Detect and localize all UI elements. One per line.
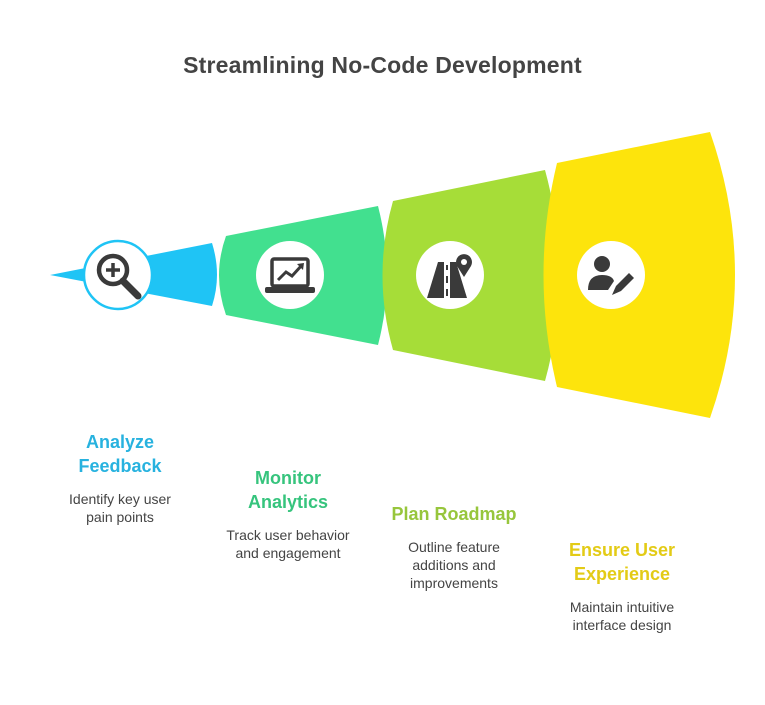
stage-heading: Plan Roadmap <box>391 504 517 524</box>
laptop-chart-icon <box>256 241 324 309</box>
stage-description: Maintain intuitive interface design <box>569 599 675 633</box>
stage-heading: Ensure User Experience <box>568 540 676 584</box>
stage-heading: Analyze Feedback <box>78 432 162 476</box>
stage-roadmap: Plan Roadmap Outline feature additions a… <box>374 502 534 592</box>
stage-monitor: Monitor Analytics Track user behavior an… <box>203 466 373 562</box>
road-pin-icon <box>416 241 484 309</box>
stage-analyze: Analyze Feedback Identify key user pain … <box>40 430 200 526</box>
stage-experience: Ensure User Experience Maintain intuitiv… <box>540 538 704 634</box>
stage-description: Outline feature additions and improvemen… <box>408 539 500 591</box>
stage-heading: Monitor Analytics <box>247 468 329 512</box>
stage-description: Track user behavior and engagement <box>226 527 350 561</box>
stage-description: Identify key user pain points <box>69 491 171 525</box>
page-title: Streamlining No-Code Development <box>183 52 582 78</box>
user-edit-icon <box>577 241 645 309</box>
magnifier-plus-icon <box>82 239 154 311</box>
